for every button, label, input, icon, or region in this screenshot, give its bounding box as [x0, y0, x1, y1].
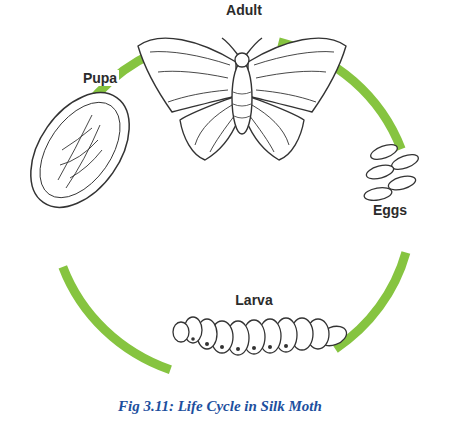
stage-label: Adult	[224, 2, 264, 18]
adult-moth	[138, 38, 346, 160]
stage-label: Eggs	[371, 202, 409, 218]
figure-caption: Fig 3.11: Life Cycle in Silk Moth	[118, 398, 322, 415]
larva	[173, 317, 349, 355]
stage-label: Larva	[233, 292, 274, 308]
cycle-arc	[63, 267, 171, 370]
stage-label: Pupa	[81, 70, 119, 86]
pupa-cocoon	[11, 75, 150, 226]
cycle-arcs	[63, 42, 406, 370]
eggs	[363, 142, 420, 203]
